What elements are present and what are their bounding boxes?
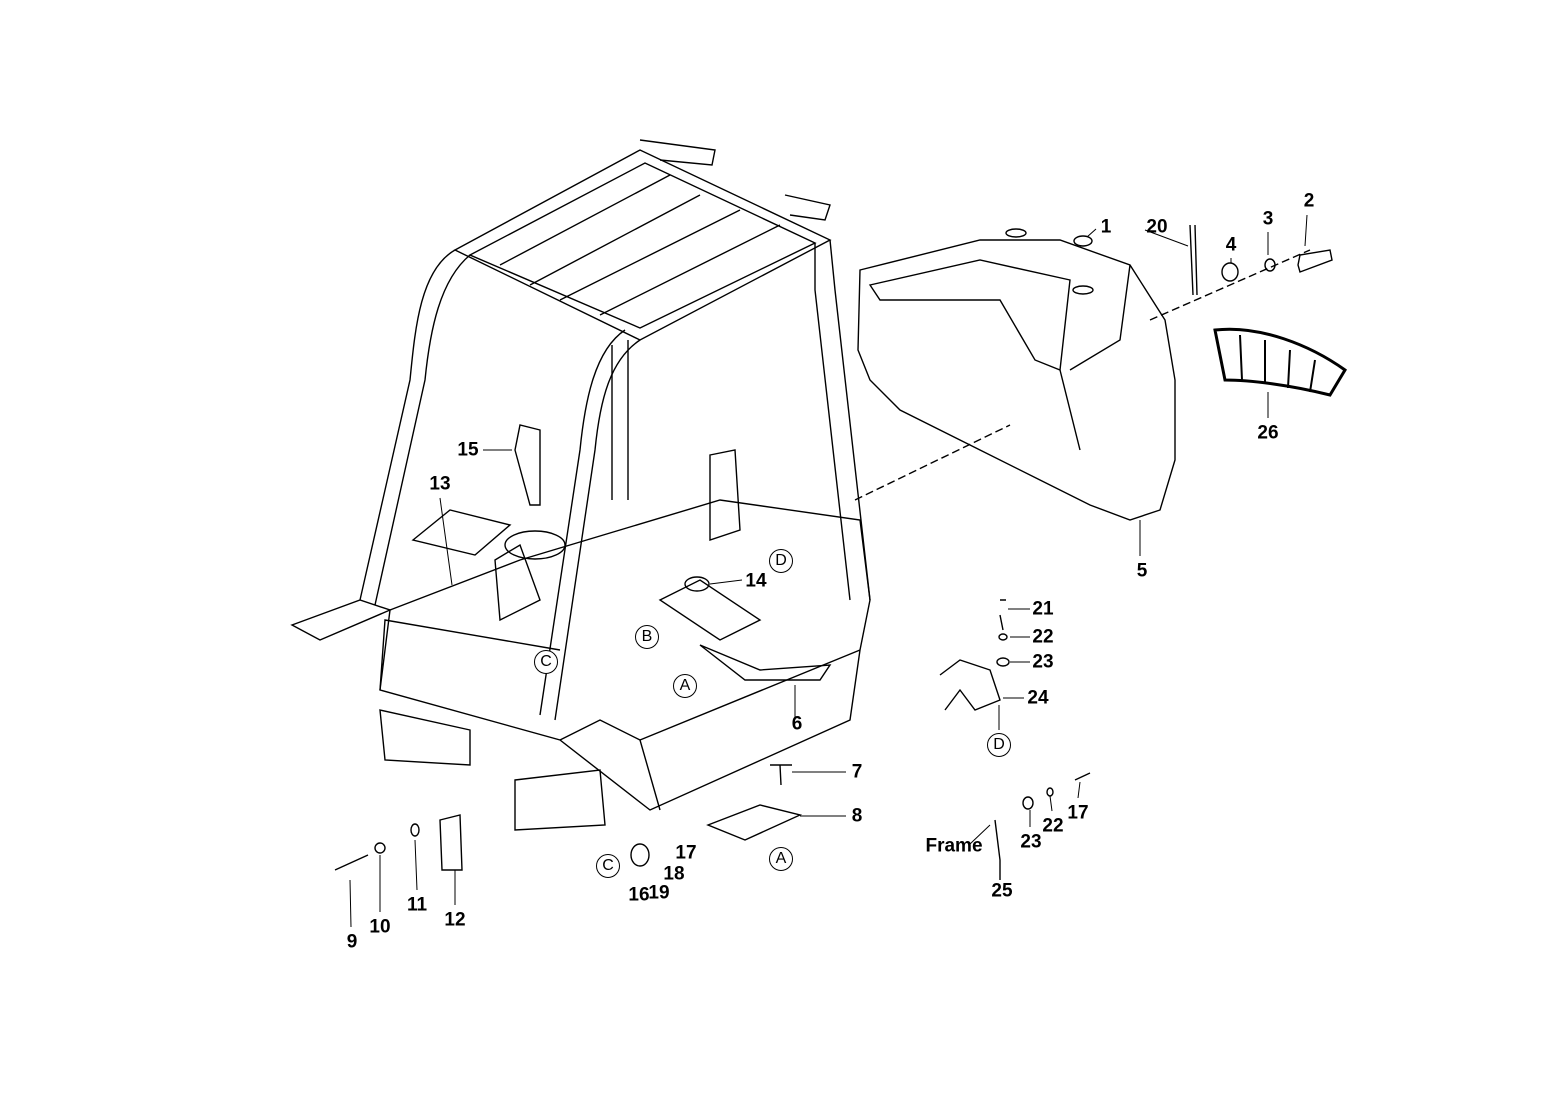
frame-label: Frame bbox=[925, 835, 983, 857]
callout-23-frame: 23 bbox=[1020, 831, 1042, 853]
overhead-guard bbox=[359, 139, 871, 721]
callout-14: 14 bbox=[745, 570, 767, 592]
ref-marker-c: C bbox=[534, 650, 558, 674]
callout-12: 12 bbox=[444, 909, 466, 931]
callout-22: 22 bbox=[1032, 626, 1054, 648]
counterweight bbox=[857, 228, 1176, 521]
callout-20: 20 bbox=[1146, 216, 1168, 238]
ref-marker-a: A bbox=[673, 674, 697, 698]
callout-18: 18 bbox=[663, 863, 685, 885]
callout-4: 4 bbox=[1225, 234, 1237, 256]
callout-16: 16 bbox=[628, 884, 650, 906]
ref-marker-d-bracket: D bbox=[987, 733, 1011, 757]
callout-17: 17 bbox=[675, 842, 697, 864]
callout-8: 8 bbox=[851, 805, 863, 827]
callout-7: 7 bbox=[851, 761, 863, 783]
callout-5: 5 bbox=[1136, 560, 1148, 582]
grille bbox=[1213, 327, 1347, 397]
leader-lines bbox=[349, 214, 1308, 928]
ref-marker-c-bolt: C bbox=[596, 854, 620, 878]
callout-17-frame: 17 bbox=[1067, 802, 1089, 824]
callout-21: 21 bbox=[1032, 598, 1054, 620]
chassis-frame bbox=[290, 449, 871, 831]
callout-1: 1 bbox=[1100, 216, 1112, 238]
callout-24: 24 bbox=[1027, 687, 1049, 709]
callout-11: 11 bbox=[406, 894, 428, 916]
ref-marker-b: B bbox=[635, 625, 659, 649]
callout-25: 25 bbox=[991, 880, 1013, 902]
callout-26: 26 bbox=[1257, 422, 1279, 444]
callout-19: 19 bbox=[648, 882, 670, 904]
hardware-parts bbox=[334, 224, 1333, 880]
ref-marker-d: D bbox=[769, 549, 793, 573]
callout-13: 13 bbox=[429, 473, 451, 495]
callout-10: 10 bbox=[369, 916, 391, 938]
callout-9: 9 bbox=[346, 931, 358, 953]
callout-3: 3 bbox=[1262, 208, 1274, 230]
ref-marker-a-plate: A bbox=[769, 847, 793, 871]
callout-23: 23 bbox=[1032, 651, 1054, 673]
callout-15: 15 bbox=[457, 439, 479, 461]
callout-6: 6 bbox=[791, 713, 803, 735]
callout-22-frame: 22 bbox=[1042, 815, 1064, 837]
callout-2: 2 bbox=[1303, 190, 1315, 212]
